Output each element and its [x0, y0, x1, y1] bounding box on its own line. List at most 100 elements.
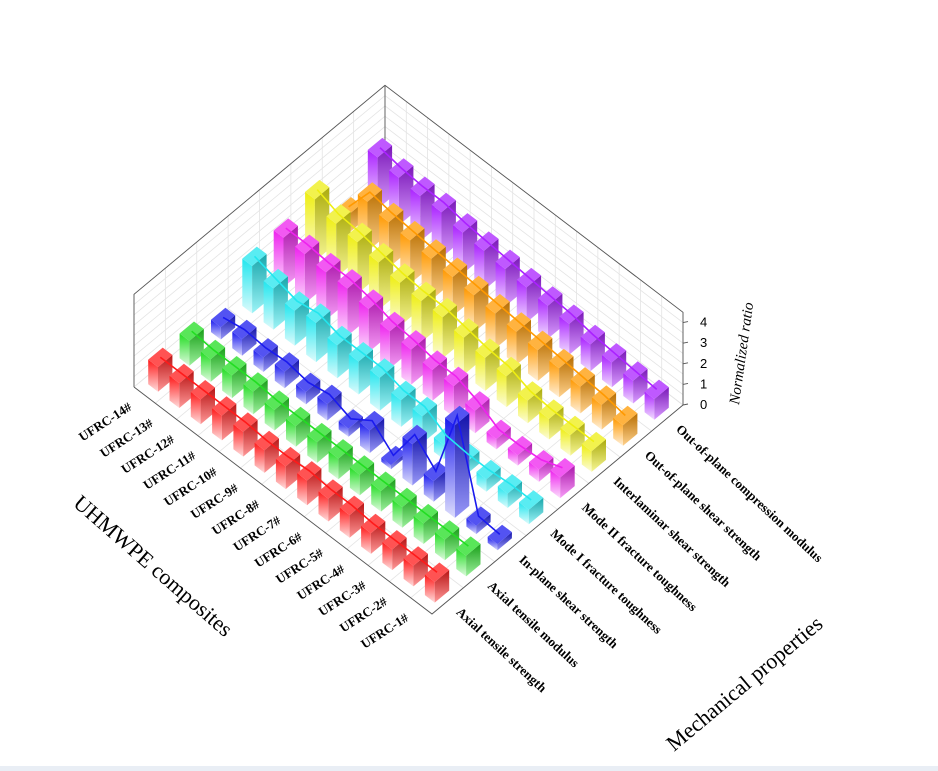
property-tick-label: In-plane shear strength	[516, 552, 622, 652]
bar	[211, 307, 236, 340]
series-line	[348, 191, 626, 417]
bar	[591, 385, 617, 430]
bar	[169, 363, 194, 408]
z-tick-label: 1	[700, 376, 707, 391]
bar	[539, 399, 564, 440]
bar	[559, 304, 584, 355]
property-tick-label: Mode II fracture toughness	[579, 500, 700, 614]
bar	[485, 294, 510, 349]
bar	[380, 311, 405, 369]
series-line	[159, 356, 438, 573]
bar	[254, 430, 279, 473]
bar	[286, 406, 311, 447]
bar	[445, 405, 470, 518]
bar	[560, 415, 585, 456]
window-bottom-strip	[0, 766, 938, 771]
bar	[487, 524, 512, 551]
z-tick-mark	[682, 321, 689, 324]
series-line	[222, 316, 501, 536]
bar	[423, 461, 448, 502]
bar	[284, 291, 310, 346]
z-tick-mark	[682, 403, 689, 406]
series-line	[379, 147, 658, 391]
bar	[297, 461, 322, 506]
z-tick-label: 3	[700, 335, 707, 350]
z-tick-mark	[682, 382, 689, 385]
bar	[403, 546, 428, 587]
bar	[506, 312, 531, 365]
bar	[179, 321, 204, 366]
z-tick-label: 0	[700, 397, 707, 412]
bar	[349, 455, 375, 496]
bar	[243, 372, 268, 415]
z-axis-title: Normalized ratio	[727, 301, 757, 407]
bar	[444, 366, 469, 417]
bar	[317, 384, 342, 421]
series-line	[253, 255, 532, 501]
bar	[518, 381, 543, 424]
bar	[212, 396, 237, 441]
bar	[475, 338, 500, 391]
bar	[200, 339, 226, 382]
bar	[602, 343, 627, 388]
series-line	[191, 330, 469, 547]
bar	[360, 410, 385, 453]
bar	[391, 380, 416, 427]
bar	[327, 325, 352, 379]
bar	[295, 234, 320, 304]
bar	[338, 409, 363, 437]
z-tick-mark	[682, 341, 689, 344]
y-axis-title: Mechanical properties	[661, 611, 827, 756]
bar	[613, 405, 638, 446]
bar	[623, 361, 648, 404]
property-tick-label: Out-of-plane shear strength	[642, 447, 765, 564]
bar	[466, 506, 491, 535]
bar	[253, 338, 278, 372]
z-tick-label: 4	[700, 315, 707, 330]
bar	[307, 422, 332, 463]
bar	[456, 536, 481, 577]
bar	[424, 562, 450, 603]
bar	[328, 439, 353, 480]
z-tick-label: 2	[700, 356, 707, 371]
bar	[528, 330, 553, 381]
bars-layer	[148, 137, 669, 603]
x-axis-title: UHMWPE composites	[69, 490, 238, 642]
bar	[222, 356, 247, 399]
bar	[318, 479, 343, 522]
bar	[401, 330, 426, 385]
bar	[422, 350, 447, 401]
bar	[339, 495, 364, 538]
bar	[538, 286, 563, 339]
connector-lines-layer	[159, 147, 658, 573]
bar	[306, 303, 331, 363]
bar	[370, 358, 395, 411]
bar	[361, 513, 386, 554]
bar	[382, 530, 407, 571]
bar	[519, 490, 544, 525]
series-line	[316, 189, 595, 443]
bar	[296, 372, 321, 405]
bar	[232, 319, 257, 356]
bar	[435, 520, 460, 561]
property-tick-label: Interlaminar shear strength	[611, 474, 735, 591]
bar	[550, 458, 575, 499]
bar	[148, 347, 173, 392]
bar	[570, 367, 595, 414]
bar	[454, 318, 479, 375]
bar	[242, 246, 267, 314]
bar	[190, 380, 215, 425]
bar	[348, 342, 373, 395]
bar	[275, 446, 301, 490]
bar	[413, 503, 438, 544]
series-line	[285, 227, 563, 469]
bar	[371, 471, 396, 512]
bar	[233, 412, 258, 457]
bar	[264, 390, 289, 431]
bar	[581, 431, 606, 472]
property-tick-label: Mode I fracture toughness	[548, 526, 666, 637]
bar	[580, 324, 605, 372]
bar	[392, 487, 417, 528]
z-tick-mark	[682, 362, 689, 365]
